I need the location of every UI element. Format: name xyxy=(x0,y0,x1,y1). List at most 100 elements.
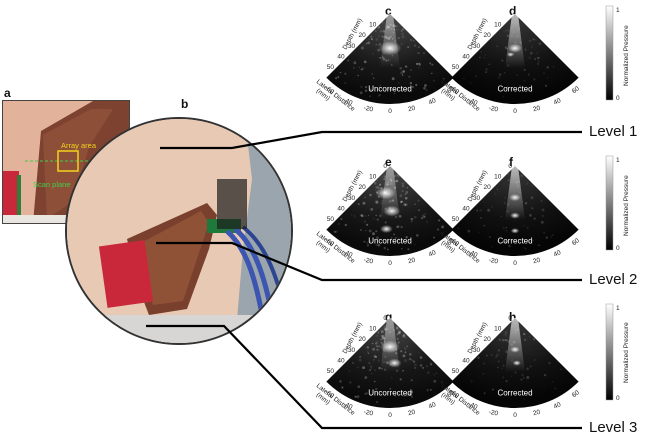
speckle xyxy=(433,80,435,82)
speckle xyxy=(363,220,366,223)
speckle xyxy=(367,351,369,353)
speckle xyxy=(393,28,396,31)
speckle xyxy=(394,25,397,27)
speckle xyxy=(502,95,505,98)
speckle xyxy=(389,387,392,390)
speckle xyxy=(532,38,535,41)
speckle xyxy=(415,83,418,87)
speckle xyxy=(378,93,382,96)
lateral-tick-e: -60 xyxy=(323,237,335,249)
speckle xyxy=(510,375,513,378)
depth-tick-g: 20 xyxy=(359,336,367,343)
speckle xyxy=(380,338,383,341)
speckle xyxy=(519,392,522,395)
speckle xyxy=(396,28,399,31)
speckle xyxy=(375,214,377,217)
red-block-a xyxy=(3,171,19,223)
speckle xyxy=(376,341,379,344)
speckle xyxy=(365,392,368,395)
speckle xyxy=(392,24,396,28)
speckle xyxy=(497,349,501,352)
speckle xyxy=(396,369,398,372)
echo-blob xyxy=(507,52,514,57)
lateral-tick-d: 60 xyxy=(571,85,581,95)
depth-tick-c: 30 xyxy=(348,43,356,50)
speckle xyxy=(412,40,415,42)
speckle xyxy=(422,366,425,369)
lateral-tick-f: -60 xyxy=(448,237,460,249)
speckle xyxy=(400,71,404,75)
lateral-tick-e: 40 xyxy=(428,249,438,259)
speckle xyxy=(490,246,493,248)
speckle xyxy=(413,215,417,219)
speckle xyxy=(369,95,371,97)
speckle xyxy=(401,33,404,35)
depth-tick-f: 40 xyxy=(462,205,470,212)
depth-tick-e: 0 xyxy=(383,163,387,170)
speckle xyxy=(540,200,543,202)
speckle xyxy=(483,392,486,395)
lateral-tick-c: 0 xyxy=(388,108,392,115)
speckle xyxy=(496,45,498,48)
depth-tick-c: 20 xyxy=(359,32,367,39)
colorbar-label-2: Normalized Pressure xyxy=(623,175,630,236)
speckle xyxy=(505,226,508,229)
speckle xyxy=(532,337,536,341)
speckle xyxy=(371,342,374,345)
speckle xyxy=(496,188,499,191)
speckle xyxy=(429,62,432,65)
depth-tick-f: 50 xyxy=(452,216,460,223)
speckle xyxy=(391,199,395,202)
speckle xyxy=(511,27,513,29)
speckle xyxy=(504,46,508,49)
depth-tick-e: 40 xyxy=(337,205,345,212)
speckle xyxy=(478,56,481,59)
speckle xyxy=(375,200,379,204)
image-title-d: Corrected xyxy=(497,84,532,93)
speckle xyxy=(532,39,534,41)
speckle xyxy=(370,38,373,41)
echo-blob xyxy=(510,228,520,234)
speckle xyxy=(397,36,400,40)
speckle xyxy=(377,359,380,362)
lateral-tick-f: -40 xyxy=(467,249,479,260)
speckle xyxy=(476,209,479,212)
speckle xyxy=(510,34,513,37)
speckle xyxy=(517,180,520,183)
speckle xyxy=(372,347,376,351)
speckle xyxy=(388,199,392,203)
speckle xyxy=(372,217,375,220)
array-area-box xyxy=(57,150,79,172)
speckle xyxy=(497,353,500,356)
speckle xyxy=(399,200,403,204)
echo-blob xyxy=(510,212,520,219)
speckle xyxy=(533,359,536,361)
speckle xyxy=(372,53,374,55)
lateral-tick-c: 20 xyxy=(407,105,416,114)
colorbar-3: 10 xyxy=(605,303,620,402)
speckle xyxy=(404,204,407,206)
speckle xyxy=(409,353,412,356)
speckle xyxy=(526,182,529,186)
speckle xyxy=(518,191,521,194)
speckle xyxy=(548,362,551,365)
panel-label-h: h xyxy=(509,310,517,324)
speckle xyxy=(441,225,445,229)
speckle xyxy=(359,228,362,232)
speckle xyxy=(381,336,385,340)
speckle xyxy=(389,23,393,27)
speckle xyxy=(491,388,494,391)
speckle xyxy=(385,59,388,62)
speckle xyxy=(387,88,390,91)
speckle xyxy=(436,228,440,231)
depth-tick-f: 0 xyxy=(508,163,512,170)
speckle xyxy=(369,369,372,371)
speckle xyxy=(402,28,404,31)
depth-tick-g: 50 xyxy=(327,368,335,375)
image-title-f: Corrected xyxy=(497,236,532,245)
speckle xyxy=(497,240,499,242)
speckle xyxy=(396,25,398,28)
speckle xyxy=(414,203,416,206)
speckle xyxy=(524,202,528,205)
speckle xyxy=(543,374,547,377)
